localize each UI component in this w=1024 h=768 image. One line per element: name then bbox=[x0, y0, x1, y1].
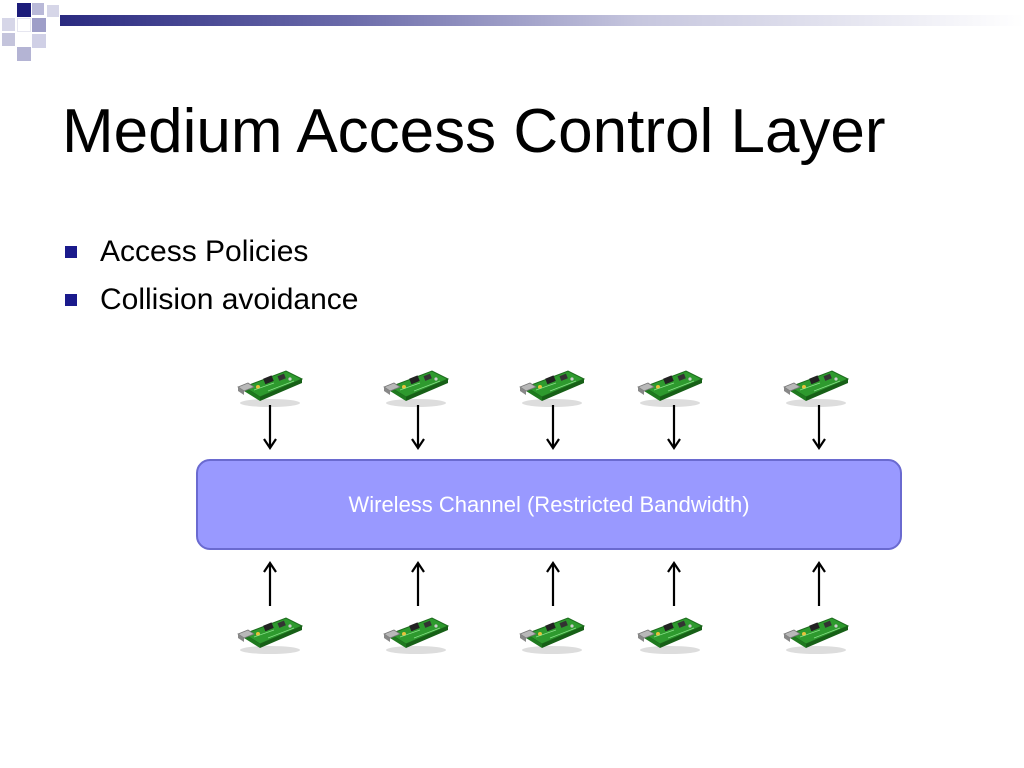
sensor-board-image bbox=[237, 617, 304, 654]
bullet-item: Access Policies bbox=[62, 228, 359, 276]
square-bullet-icon bbox=[65, 294, 77, 306]
arrow-down-icon bbox=[811, 404, 827, 450]
deco-square bbox=[2, 18, 15, 31]
arrow-down-icon bbox=[410, 404, 426, 450]
deco-square bbox=[17, 3, 31, 17]
arrow-up-icon bbox=[666, 561, 682, 607]
sensor-node-bottom-1 bbox=[234, 604, 306, 656]
sensor-board-image bbox=[637, 617, 704, 654]
wireless-channel-box: Wireless Channel (Restricted Bandwidth) bbox=[196, 459, 902, 550]
arrow-down-icon bbox=[262, 404, 278, 450]
sensor-node-bottom-3 bbox=[516, 604, 588, 656]
sensor-board-image bbox=[637, 370, 704, 407]
sensor-board-image bbox=[519, 370, 586, 407]
bullet-list: Access Policies Collision avoidance bbox=[62, 228, 359, 324]
sensor-node-top-2 bbox=[380, 357, 452, 409]
header-decoration bbox=[0, 0, 80, 64]
deco-square bbox=[32, 18, 46, 32]
sensor-board-image bbox=[383, 617, 450, 654]
header-gradient-bar bbox=[60, 15, 1024, 26]
sensor-board-image bbox=[783, 370, 850, 407]
bullet-text: Collision avoidance bbox=[100, 283, 359, 316]
arrow-up-icon bbox=[811, 561, 827, 607]
sensor-node-top-5 bbox=[780, 357, 852, 409]
sensor-board-image bbox=[519, 617, 586, 654]
sensor-node-top-3 bbox=[516, 357, 588, 409]
sensor-node-bottom-2 bbox=[380, 604, 452, 656]
bullet-item: Collision avoidance bbox=[62, 276, 359, 324]
arrow-up-icon bbox=[262, 561, 278, 607]
arrow-down-icon bbox=[545, 404, 561, 450]
sensor-node-top-1 bbox=[234, 357, 306, 409]
arrow-up-icon bbox=[410, 561, 426, 607]
deco-square bbox=[17, 18, 31, 32]
bullet-text: Access Policies bbox=[100, 235, 309, 268]
sensor-node-top-4 bbox=[634, 357, 706, 409]
deco-square bbox=[32, 3, 44, 15]
sensor-board-image bbox=[383, 370, 450, 407]
deco-square bbox=[32, 34, 46, 48]
sensor-node-bottom-4 bbox=[634, 604, 706, 656]
slide-title: Medium Access Control Layer bbox=[62, 97, 886, 166]
sensor-board-image bbox=[237, 370, 304, 407]
deco-square bbox=[2, 33, 15, 46]
deco-square bbox=[17, 47, 31, 61]
sensor-node-bottom-5 bbox=[780, 604, 852, 656]
arrow-down-icon bbox=[666, 404, 682, 450]
sensor-board-image bbox=[783, 617, 850, 654]
deco-square bbox=[47, 5, 59, 17]
square-bullet-icon bbox=[65, 246, 77, 258]
channel-label: Wireless Channel (Restricted Bandwidth) bbox=[348, 491, 750, 517]
arrow-up-icon bbox=[545, 561, 561, 607]
